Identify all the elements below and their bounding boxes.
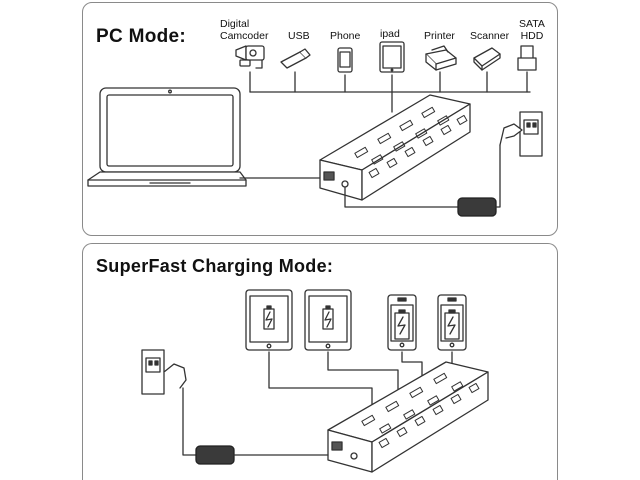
tablet-icon (379, 41, 405, 73)
charging-mode-heading: SuperFast Charging Mode: (96, 256, 334, 276)
wall-outlet-top-icon (499, 111, 543, 157)
usb-label: USB (288, 30, 310, 42)
phone-charging-icon (437, 294, 467, 351)
tablet-charging-icon (304, 289, 352, 351)
phone-charging-icon (387, 294, 417, 351)
scanner-label: Scanner (470, 30, 510, 42)
wall-outlet-bottom-icon (141, 349, 187, 395)
laptop-icon (87, 87, 247, 187)
phone-icon (337, 47, 353, 73)
power-cable-top (344, 144, 501, 217)
phone-label: Phone (330, 30, 361, 42)
usb-hub-top (319, 94, 471, 201)
hdd-dock-icon (517, 45, 537, 71)
tablet-charging-icon (245, 289, 293, 351)
printer-icon (425, 45, 457, 71)
power-cable-bottom (182, 387, 329, 465)
camcorder-icon (235, 45, 265, 69)
scanner-icon (473, 47, 501, 71)
ipad-label: ipad (380, 28, 400, 40)
device-connection-lines (249, 71, 531, 113)
sata-hdd-label: SATA HDD (519, 18, 545, 42)
pc-mode-heading: PC Mode: (96, 26, 187, 47)
camcorder-label: Digital Camcoder (220, 18, 269, 42)
usb-hub-bottom (327, 361, 489, 473)
usb-stick-icon (280, 48, 311, 69)
printer-label: Printer (424, 30, 455, 42)
